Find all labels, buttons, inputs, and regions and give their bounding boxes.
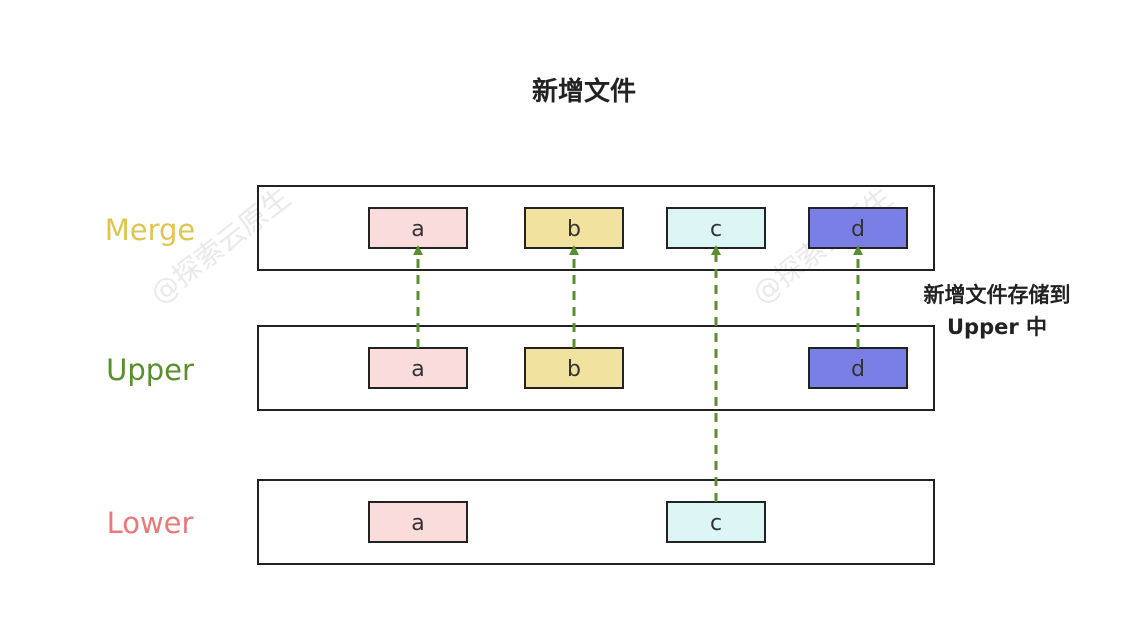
file-box: c: [666, 207, 766, 249]
layer-label-lower: Lower: [107, 506, 194, 540]
file-box: b: [524, 207, 624, 249]
note-line-2: Upper 中: [947, 315, 1047, 339]
file-box: d: [808, 347, 908, 389]
file-box: c: [666, 501, 766, 543]
file-label: a: [411, 357, 424, 382]
diagram-title: 新增文件: [532, 76, 636, 107]
file-label: b: [567, 357, 581, 382]
layer-frame-merge: [257, 185, 935, 271]
file-box: a: [368, 501, 468, 543]
layer-frame-lower: [257, 479, 935, 565]
layer-frame-upper: [257, 325, 935, 411]
file-box: d: [808, 207, 908, 249]
file-label: a: [411, 511, 424, 536]
layer-label-merge: Merge: [105, 213, 196, 247]
file-label: b: [567, 217, 581, 242]
file-label: c: [710, 217, 722, 242]
file-box: a: [368, 347, 468, 389]
layer-label-upper: Upper: [106, 353, 194, 387]
file-label: d: [851, 357, 865, 382]
file-box: b: [524, 347, 624, 389]
file-label: d: [851, 217, 865, 242]
file-box: a: [368, 207, 468, 249]
note-line-1: 新增文件存储到: [924, 283, 1071, 307]
file-label: a: [411, 217, 424, 242]
file-label: c: [710, 511, 722, 536]
